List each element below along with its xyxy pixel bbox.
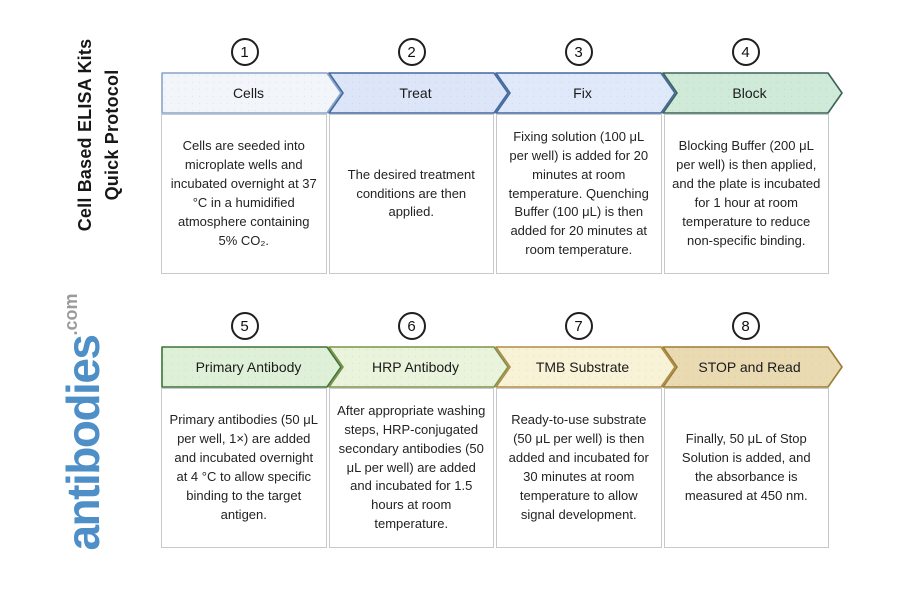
step-description-box: Ready-to-use substrate (50 μL per well) … [496,388,662,548]
step-number-badge: 6 [397,312,426,340]
step-label: STOP and Read [698,359,801,375]
step-description-box: Finally, 50 μL of Stop Solution is added… [663,388,829,548]
step-number-badge: 2 [397,38,426,66]
step-arrow-hrp-antibody: HRP Antibody [328,346,509,388]
step-description: The desired treatment conditions are the… [347,166,475,220]
step-label: Cells [232,85,265,101]
step-description-box: Blocking Buffer (200 μL per well) is the… [663,114,829,274]
step-number-badge: 5 [230,312,259,340]
step-arrow-cells: Cells [161,72,342,114]
step-arrow-fix: Fix [495,72,676,114]
step-description: Blocking Buffer (200 μL per well) is the… [672,138,821,248]
step-description: Cells are seeded into microplate wells a… [170,138,317,248]
step-label: Fix [573,85,592,101]
step-number-badge: 8 [731,312,760,340]
step-description-box: Fixing solution (100 μL per well) is add… [496,114,662,274]
brand-name: antibodies [57,335,109,551]
step-number-row-1: 1 2 3 4 [161,38,829,66]
brand-tld: .com [61,293,81,336]
step-description: Fixing solution (100 μL per well) is add… [508,129,649,258]
step-label: Primary Antibody [195,359,302,375]
step-number-badge: 7 [564,312,593,340]
brand-logo: antibodies .com [57,277,124,567]
step-number-badge: 1 [230,38,259,66]
protocol-flow: 1 2 3 4 Cells Treat [161,38,843,548]
arrow-row-1: Cells Treat Fix [161,72,843,114]
description-row-2: Primary antibodies (50 μL per well, 1×) … [161,388,829,548]
description-row-1: Cells are seeded into microplate wells a… [161,114,829,274]
step-arrow-stop-and-read: STOP and Read [662,346,843,388]
step-label: HRP Antibody [372,359,459,375]
step-label: Treat [399,85,432,101]
step-number-badge: 4 [731,38,760,66]
page-title-line2: Quick Protocol [102,69,122,201]
page-title-line1: Cell Based ELISA Kits [75,38,95,232]
step-arrow-treat: Treat [328,72,509,114]
step-arrow-tmb-substrate: TMB Substrate [495,346,676,388]
step-label: TMB Substrate [535,359,630,375]
step-description-box: Cells are seeded into microplate wells a… [161,114,327,274]
step-description-box: The desired treatment conditions are the… [328,114,494,274]
page-title: Cell Based ELISA Kits Quick Protocol [72,38,130,232]
step-description-box: Primary antibodies (50 μL per well, 1×) … [161,388,327,548]
step-number-badge: 3 [564,38,593,66]
step-description: Ready-to-use substrate (50 μL per well) … [508,412,649,522]
step-description-box: After appropriate washing steps, HRP-con… [328,388,494,548]
step-description: After appropriate washing steps, HRP-con… [337,403,486,532]
step-arrow-primary-antibody: Primary Antibody [161,346,342,388]
step-label: Block [732,85,767,101]
step-description: Primary antibodies (50 μL per well, 1×) … [169,412,318,522]
arrow-row-2: Primary Antibody HRP Antibody TMB Substr… [161,346,843,388]
step-description: Finally, 50 μL of Stop Solution is added… [681,431,811,503]
step-arrow-block: Block [662,72,843,114]
step-number-row-2: 5 6 7 8 [161,312,829,340]
